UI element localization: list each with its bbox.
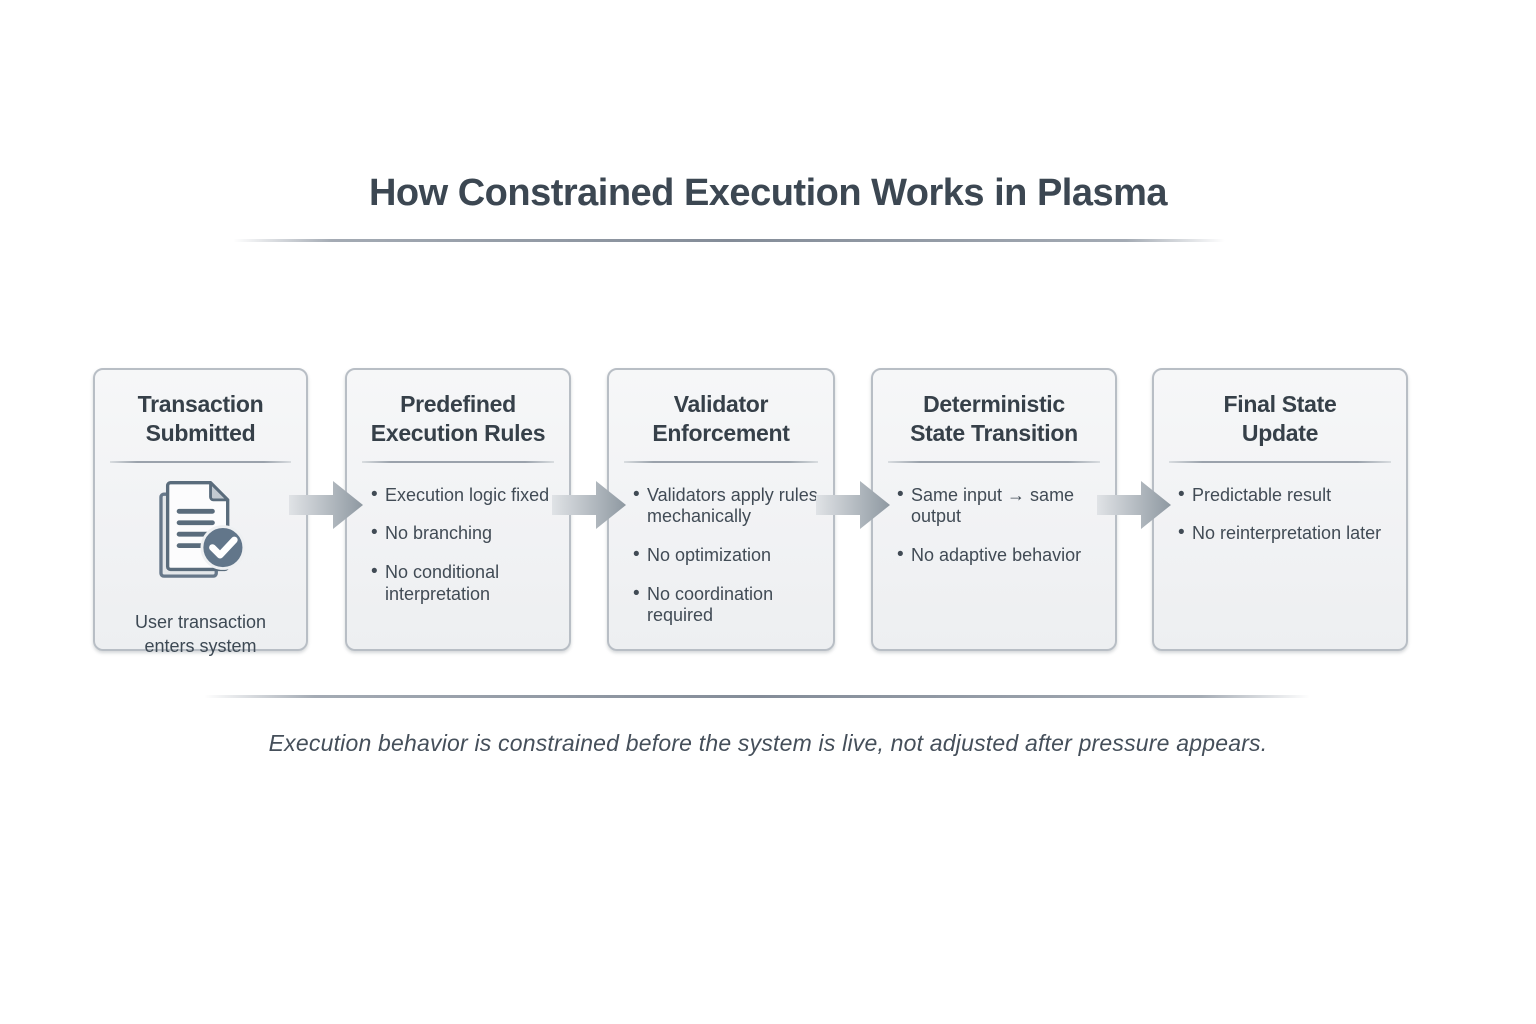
bullet-item: Same input → same output — [897, 484, 1105, 528]
step-title: Final State Update — [1154, 390, 1406, 449]
footer-divider — [204, 695, 1310, 698]
step-title-divider — [1169, 460, 1391, 463]
page-title: How Constrained Execution Works in Plasm… — [368, 172, 1168, 214]
bullet-item: No reinterpretation later — [1178, 522, 1396, 545]
step-box-predefined-execution-rules: Predefined Execution Rules Execution log… — [345, 368, 571, 651]
step-title-divider — [362, 460, 554, 463]
step-title: Deterministic State Transition — [873, 390, 1115, 449]
bullet-item: No conditional interpretation — [371, 561, 559, 605]
flow-arrow-icon — [1097, 481, 1171, 529]
step-box-deterministic-state-transition: Deterministic State Transition Same inpu… — [871, 368, 1117, 651]
bullet-item: No coordination required — [633, 583, 823, 627]
step-title-line: Final State — [1223, 391, 1337, 417]
step-title-line: Enforcement — [652, 420, 790, 447]
step-title-line: Predefined — [400, 391, 516, 417]
step-title: Validator Enforcement — [609, 390, 833, 449]
step-caption: User transaction enters system — [134, 611, 267, 657]
step-title-line: Update — [1241, 420, 1319, 447]
step-title-line: Validator — [673, 391, 769, 417]
flow-arrow-icon — [289, 481, 363, 529]
step-bullet-list: Execution logic fixed No branching No co… — [347, 484, 569, 605]
flow-arrow-icon — [552, 481, 626, 529]
step-title-line: Submitted — [145, 420, 256, 447]
bullet-item: Predictable result — [1178, 484, 1396, 507]
step-title-divider — [110, 460, 291, 463]
document-check-icon — [95, 477, 306, 604]
step-title: Transaction Submitted — [95, 390, 306, 449]
bullet-item: Execution logic fixed — [371, 484, 559, 507]
step-title-divider — [624, 460, 818, 463]
footer-note: Execution behavior is constrained before… — [268, 730, 1268, 756]
step-bullet-list: Validators apply rules mechanically No o… — [609, 484, 833, 627]
step-bullet-list: Predictable result No reinterpretation l… — [1154, 484, 1406, 545]
step-title-line: Deterministic — [923, 391, 1065, 417]
flow-arrow-icon — [816, 481, 890, 529]
step-title-line: Transaction — [137, 391, 264, 417]
bullet-item: No adaptive behavior — [897, 544, 1105, 567]
step-box-final-state-update: Final State Update Predictable result No… — [1152, 368, 1408, 651]
step-title-line: Execution Rules — [370, 420, 546, 447]
bullet-item: No branching — [371, 522, 559, 545]
step-box-transaction-submitted: Transaction Submitted User transaction e… — [93, 368, 308, 656]
step-box-validator-enforcement: Validator Enforcement Validators apply r… — [607, 368, 835, 651]
bullet-item: No optimization — [633, 544, 823, 567]
step-bullet-list: Same input → same output No adaptive beh… — [873, 484, 1115, 567]
step-title: Predefined Execution Rules — [347, 390, 569, 449]
step-title-line: State Transition — [910, 420, 1078, 447]
title-divider — [233, 239, 1225, 242]
step-title-divider — [888, 460, 1100, 463]
bullet-item: Validators apply rules mechanically — [633, 484, 823, 528]
